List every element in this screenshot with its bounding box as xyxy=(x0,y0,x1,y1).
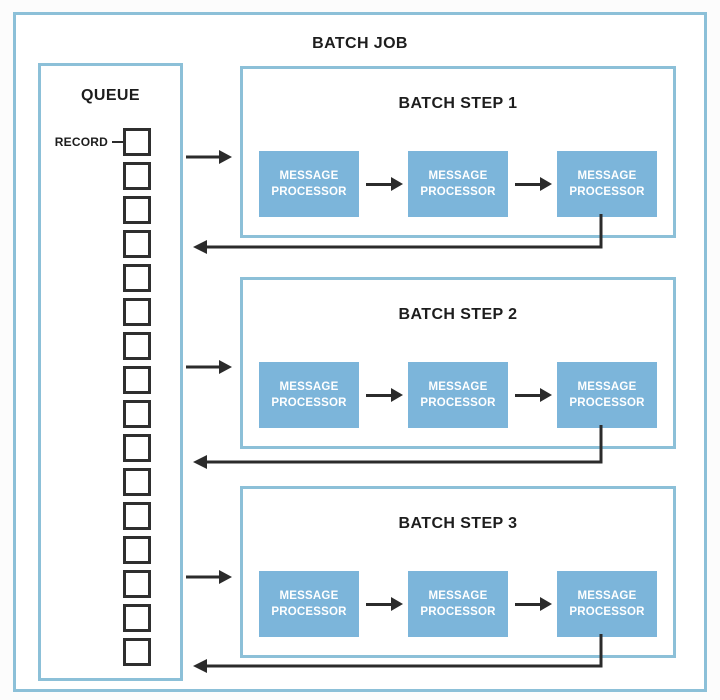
message-processor-box: MESSAGE PROCESSOR xyxy=(408,362,508,428)
queue-record xyxy=(123,502,151,530)
batch-step-title: BATCH STEP 1 xyxy=(398,95,518,112)
queue-record xyxy=(123,162,151,190)
message-processor-box: MESSAGE PROCESSOR xyxy=(259,151,359,217)
batch-step-title: BATCH STEP 2 xyxy=(398,306,518,323)
queue-record xyxy=(123,434,151,462)
processor-flow-arrow xyxy=(364,388,403,402)
queue-record xyxy=(123,298,151,326)
processor-flow-arrow xyxy=(513,177,552,191)
queue-record xyxy=(123,638,151,666)
queue-record xyxy=(123,366,151,394)
queue-box: QUEUE RECORD xyxy=(38,63,183,681)
message-processor-box: MESSAGE PROCESSOR xyxy=(557,362,657,428)
record-stack xyxy=(123,128,151,666)
queue-record xyxy=(123,468,151,496)
queue-record xyxy=(123,536,151,564)
queue-record xyxy=(123,400,151,428)
processor-flow-arrow xyxy=(513,597,552,611)
queue-record xyxy=(123,264,151,292)
processor-flow-arrow xyxy=(364,177,403,191)
message-processor-box: MESSAGE PROCESSOR xyxy=(259,571,359,637)
processor-flow-arrow xyxy=(364,597,403,611)
message-processor-box: MESSAGE PROCESSOR xyxy=(408,151,508,217)
message-processor-box: MESSAGE PROCESSOR xyxy=(259,362,359,428)
queue-record xyxy=(123,604,151,632)
message-processor-box: MESSAGE PROCESSOR xyxy=(557,151,657,217)
processor-flow-arrow xyxy=(513,388,552,402)
processor-row: MESSAGE PROCESSOR MESSAGE PROCESSOR MESSAG… xyxy=(243,571,673,637)
queue-record xyxy=(123,128,151,156)
record-callout: RECORD xyxy=(53,134,123,150)
message-processor-box: MESSAGE PROCESSOR xyxy=(557,571,657,637)
queue-title: QUEUE xyxy=(81,87,140,104)
queue-record xyxy=(123,196,151,224)
record-label: RECORD xyxy=(54,135,108,149)
queue-record xyxy=(123,230,151,258)
queue-record xyxy=(123,332,151,360)
processor-row: MESSAGE PROCESSOR MESSAGE PROCESSOR MESSAG… xyxy=(243,151,673,217)
processor-row: MESSAGE PROCESSOR MESSAGE PROCESSOR MESSAG… xyxy=(243,362,673,428)
batch-job-title: BATCH JOB xyxy=(312,35,408,52)
message-processor-box: MESSAGE PROCESSOR xyxy=(408,571,508,637)
record-pointer-line xyxy=(112,140,123,144)
batch-step-title: BATCH STEP 3 xyxy=(398,515,518,532)
batch-job-box: BATCH JOB QUEUE RECORD BATCH STEP 1 MESS… xyxy=(13,12,707,692)
queue-record xyxy=(123,570,151,598)
